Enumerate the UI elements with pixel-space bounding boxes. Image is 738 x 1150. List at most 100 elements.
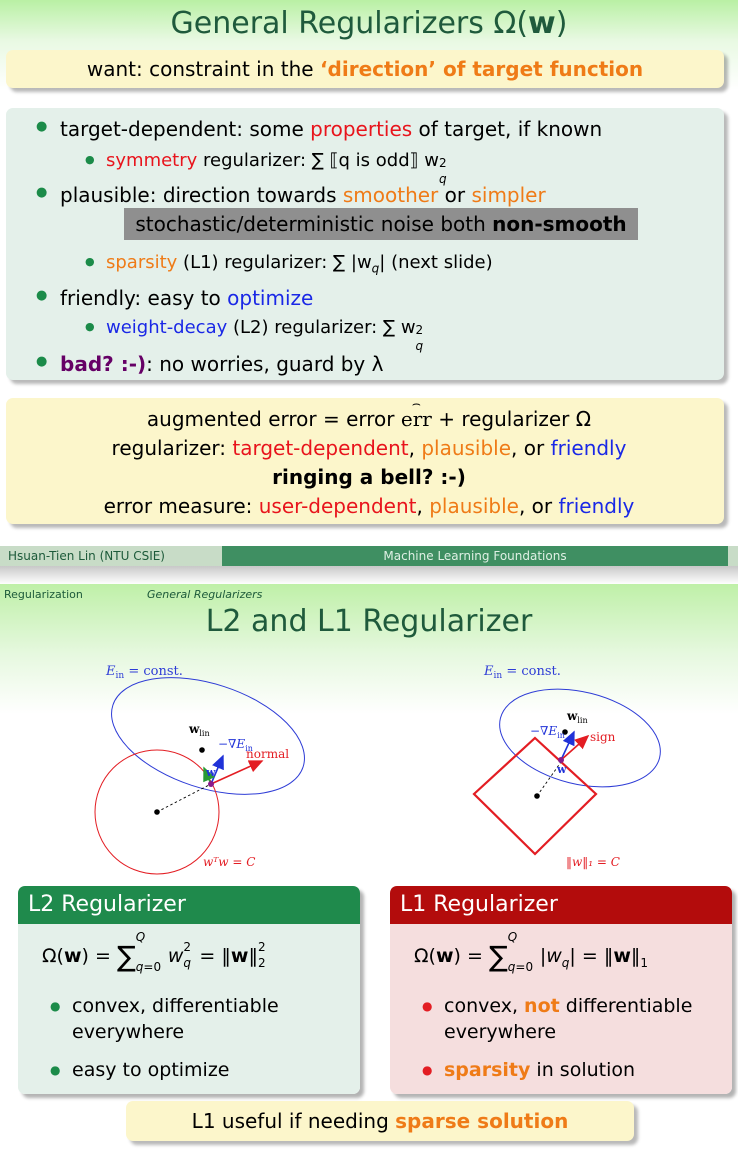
aug-highlight: plausible	[421, 436, 512, 460]
ein-label: Ein = const.	[105, 664, 183, 681]
strip-bold: non-smooth	[492, 212, 627, 236]
l2-block-header: L2 Regularizer	[18, 886, 360, 924]
w-dot	[208, 781, 214, 787]
bullet-highlight: sparsity	[444, 1059, 531, 1081]
augmented-line-4: error measure: user-dependent, plausible…	[0, 494, 738, 518]
breadcrumb-subsection[interactable]: General Regularizers	[147, 588, 263, 601]
normal-arrow	[210, 760, 264, 785]
l2-block-body: Ω(w) = ∑Qq=0 w2q = ‖w‖22 convex, differe…	[18, 924, 360, 1094]
err-hat: ⌢err	[400, 396, 432, 431]
bullet-text: everywhere	[72, 1021, 185, 1043]
bullet-text: convex,	[444, 995, 525, 1017]
bullet-box	[6, 108, 724, 380]
bullet-highlight: simpler	[471, 183, 546, 207]
sparse-banner: L1 useful if needing sparse solution	[126, 1101, 634, 1141]
ein-label: Ein = const.	[483, 664, 561, 681]
augmented-line-3: ringing a bell? :-)	[272, 465, 466, 489]
normal-label: normal	[246, 747, 289, 761]
slide-separator	[0, 566, 738, 584]
augmented-line-2: regularizer: target-dependent, plausible…	[0, 436, 738, 460]
bullet-friendly: friendly: easy to optimize	[36, 286, 314, 310]
aug-highlight: friendly	[558, 494, 635, 518]
sup: 2	[415, 323, 424, 337]
augmented-line-1: augmented error = error ⌢err + regulariz…	[0, 396, 738, 431]
aug-highlight: plausible	[429, 494, 519, 518]
noise-strip: stochastic/deterministic noise both non-…	[124, 208, 638, 240]
aug-text: ,	[408, 436, 422, 460]
aug-highlight: target-dependent	[232, 436, 409, 460]
bullet-text: plausible: direction towards	[60, 183, 343, 207]
bullet-bad: bad? :-): no worries, guard by λ	[36, 352, 384, 376]
bullet-highlight: smoother	[342, 183, 439, 207]
slide-title: L2 and L1 Regularizer	[205, 604, 533, 639]
err-text: err	[400, 407, 432, 431]
bullet-text: everywhere	[444, 1021, 557, 1043]
bullet-text: target-dependent: some	[60, 117, 311, 141]
wlin-dot	[199, 747, 205, 753]
w-dashed-line	[536, 761, 562, 797]
ein-contour	[111, 677, 305, 795]
want-text: want: constraint in the	[86, 57, 320, 81]
bullet-text: or	[438, 183, 472, 207]
l2-figure: Ein = const. wlin −∇Ein normal w wᵀw = C	[94, 664, 305, 875]
subbullet-text: (L2) regularizer: ∑ w	[227, 317, 416, 338]
breadcrumb-section[interactable]: Regularization	[4, 588, 83, 601]
aug-highlight: user-dependent	[258, 494, 417, 518]
aug-text: error measure:	[103, 494, 259, 518]
grad-arrow	[560, 730, 575, 761]
l2-constraint-label: wᵀw = C	[203, 855, 255, 869]
aug-text: , or	[511, 436, 551, 460]
subbullet-highlight: symmetry	[106, 150, 198, 171]
l1-constraint-diamond	[472, 736, 598, 856]
bullet-highlight: optimize	[227, 286, 314, 310]
slide-l2-l1-regularizer: Regularization General Regularizers L2 a…	[0, 584, 738, 1150]
banner-text: L1 useful if needing	[191, 1109, 396, 1133]
footer-course: Machine Learning Foundations	[222, 546, 728, 566]
sign-arrow	[560, 734, 590, 761]
subbullet-text: (L1) regularizer: ∑ |w	[177, 252, 372, 273]
l1-figure: Ein = const. wlin −∇Ein sign w ‖w‖₁ = C	[472, 664, 661, 869]
bullet-highlight: bad? :-)	[60, 352, 147, 376]
bullet-text: differentiable	[559, 995, 693, 1017]
bullet-text: in solution	[530, 1059, 636, 1081]
subbullet-text: regularizer: ∑ ⟦q is odd⟧ w	[197, 150, 439, 171]
title-bold-w: w	[528, 6, 556, 41]
aug-highlight: friendly	[550, 436, 627, 460]
sub: q	[415, 339, 424, 353]
strip-text: stochastic/deterministic noise both	[135, 212, 493, 236]
l1-block-body: Ω(w) = ∑Qq=0 |wq| = ‖w‖1 convex, not dif…	[390, 924, 732, 1094]
subbullet-highlight: weight-decay	[106, 317, 228, 338]
wlin-label: wlin	[566, 709, 588, 725]
slide-footer: Hsuan-Tien Lin (NTU CSIE) Machine Learni…	[0, 546, 738, 566]
subbullet-weight-decay: weight-decay (L2) regularizer: ∑ w2 q	[85, 317, 426, 353]
regularizer-figure: Ein = const. wlin −∇Ein normal w wᵀw = C…	[94, 664, 661, 875]
title-suffix: )	[555, 6, 568, 41]
bullet-highlight: not	[524, 995, 560, 1017]
w-dashed-line	[156, 783, 212, 813]
w-label: w	[205, 766, 216, 779]
sup: 2	[439, 156, 447, 170]
sign-label: sign	[590, 730, 616, 744]
aug-text: + regularizer Ω	[431, 407, 592, 431]
bullet-highlight: properties	[310, 117, 413, 141]
aug-text: augmented error = error	[146, 407, 401, 431]
sub: q	[439, 172, 447, 186]
bullet-text: convex, differentiable	[72, 995, 279, 1017]
ein-contour	[499, 688, 661, 788]
l2-constraint-circle	[94, 749, 220, 875]
subbullet-sparsity: sparsity (L1) regularizer: ∑ |wq| (next …	[85, 252, 493, 276]
hat-mark: ⌢	[411, 396, 421, 412]
l1-bullet-sparsity: sparsity in solution	[422, 1057, 636, 1083]
grad-label: −∇Ein	[218, 737, 253, 753]
slide-title: General Regularizers Ω(w)	[0, 6, 738, 41]
l2-bullet-convex: convex, differentiable everywhere	[50, 993, 279, 1045]
grad-label: −∇Ein	[530, 724, 565, 740]
aug-text: regularizer:	[111, 436, 233, 460]
banner-highlight: sparse solution	[395, 1109, 569, 1133]
subbullet-text: | (next slide)	[379, 252, 493, 273]
slide-general-regularizers: General Regularizers Ω(w) want: constrai…	[0, 0, 738, 568]
